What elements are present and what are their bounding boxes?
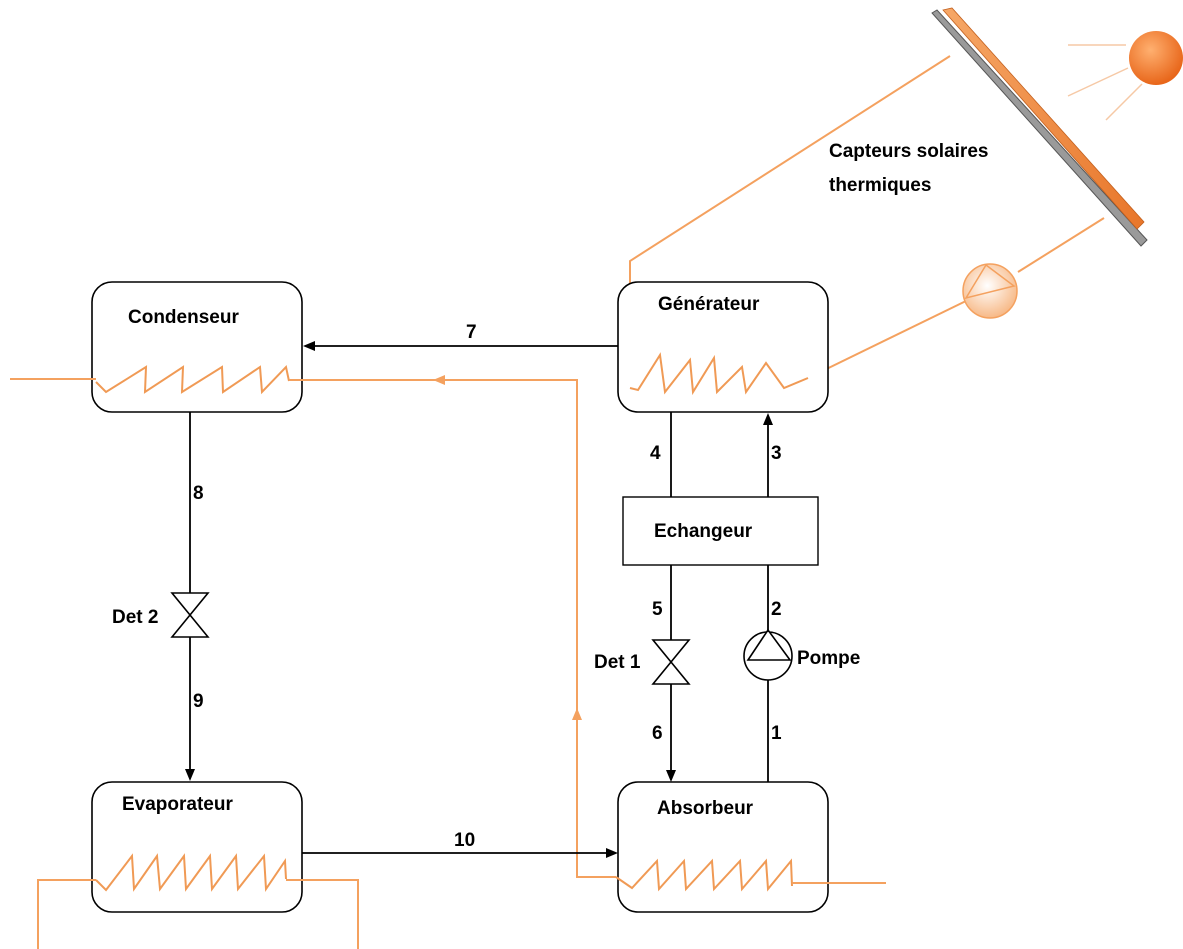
generator-coil-icon xyxy=(629,352,809,396)
sun-icon xyxy=(1067,31,1183,121)
stream-10-arrow xyxy=(606,848,618,858)
pump-icon xyxy=(743,628,793,681)
valve-det2-icon xyxy=(170,592,210,638)
absorber-coil-icon xyxy=(615,858,793,892)
cooling-line-arrow-up xyxy=(572,708,582,720)
generator-box xyxy=(617,281,829,413)
stream-2-label: 2 xyxy=(771,599,782,620)
valve-det2-label: Det 2 xyxy=(112,607,158,628)
stream-6-arrow xyxy=(666,770,676,782)
stream-8-label: 8 xyxy=(193,483,204,504)
solar-return-line-upper xyxy=(1017,217,1105,273)
stream-7-arrow xyxy=(303,341,315,351)
stream-9-label: 9 xyxy=(193,691,204,712)
condenser-label: Condenseur xyxy=(128,307,239,328)
condenser-box xyxy=(91,281,303,413)
stream-9-arrow xyxy=(185,769,195,781)
evaporator-coil-icon xyxy=(95,853,287,892)
stream-3-arrow xyxy=(763,413,773,425)
stream-6-label: 6 xyxy=(652,723,663,744)
evaporator-chilled-inlet xyxy=(37,879,96,949)
valve-det1-label: Det 1 xyxy=(594,652,641,673)
absorber-label: Absorbeur xyxy=(657,798,754,819)
evaporator-label: Evaporateur xyxy=(122,794,233,815)
cooling-line-absorber-to-condenser xyxy=(289,379,616,878)
exchanger-box xyxy=(622,496,819,566)
stream-3-label: 3 xyxy=(771,443,782,464)
pump-label: Pompe xyxy=(797,648,860,669)
cooling-line-arrow-left xyxy=(433,375,445,385)
stream-4-label: 4 xyxy=(650,443,661,464)
solar-return-line xyxy=(807,299,969,379)
evaporator-box xyxy=(91,781,303,913)
stream-10-label: 10 xyxy=(454,830,475,851)
solar-collector-icon xyxy=(931,7,1148,247)
valve-det1-icon xyxy=(651,639,691,685)
generator-label: Générateur xyxy=(658,294,760,315)
stream-7-label: 7 xyxy=(466,322,477,343)
condenser-coil-icon xyxy=(95,364,290,395)
solar-collectors-label: Capteurs solaires xyxy=(829,141,988,162)
evaporator-chilled-outlet xyxy=(286,879,359,949)
exchanger-label: Echangeur xyxy=(654,521,753,542)
stream-1-label: 1 xyxy=(771,723,782,744)
solar-pump-icon xyxy=(962,263,1018,319)
stream-5-label: 5 xyxy=(652,599,663,620)
solar-collectors-label-line2: thermiques xyxy=(829,175,931,196)
